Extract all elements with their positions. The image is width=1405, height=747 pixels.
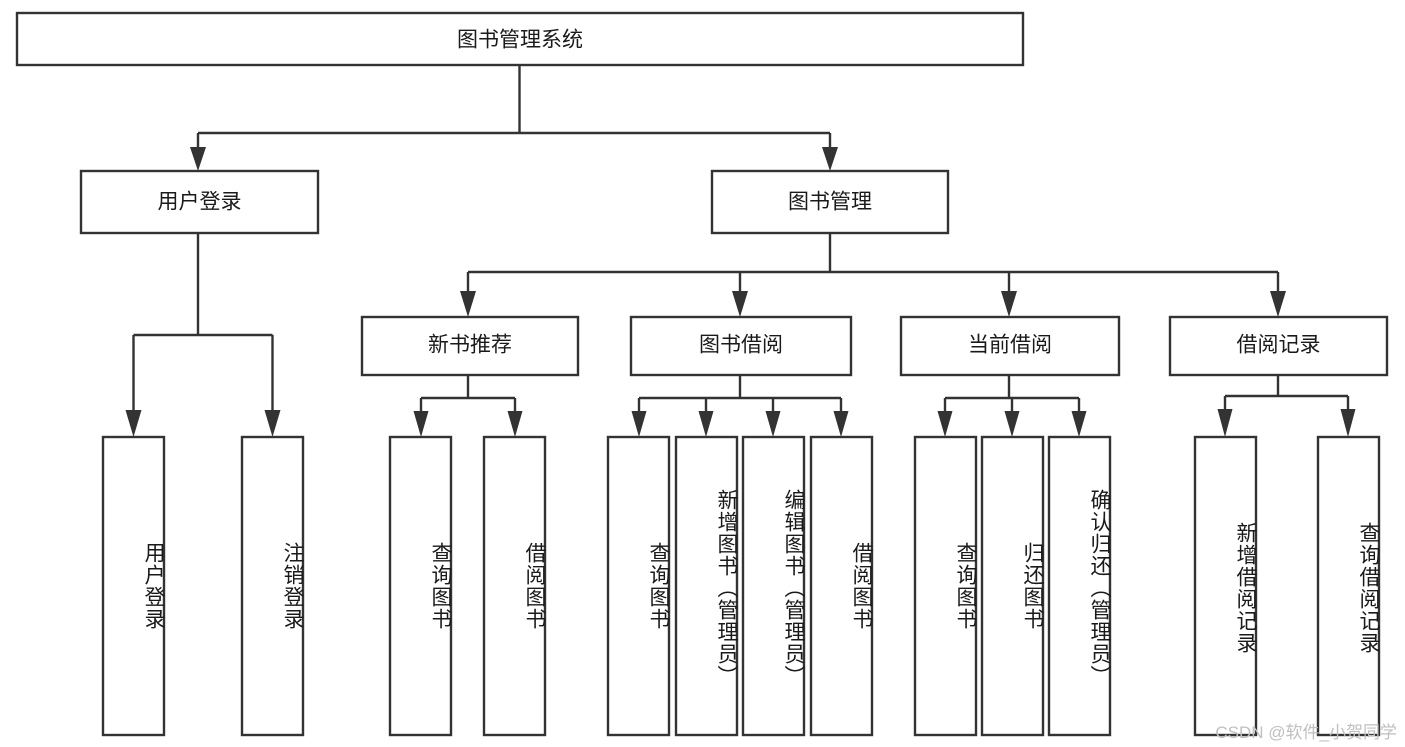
- arrowhead-icon: [413, 411, 429, 437]
- arrowhead-icon: [937, 411, 953, 437]
- arrowhead-icon: [125, 410, 142, 437]
- arrowhead-icon: [698, 411, 714, 437]
- arrowhead-icon: [1004, 411, 1020, 437]
- arrowhead-icon: [833, 411, 849, 437]
- node-borrow-record[interactable]: 借阅记录: [1168, 315, 1389, 377]
- arrowhead-icon: [190, 147, 206, 171]
- leaf-box-confirm-return-admin[interactable]: [1047, 435, 1112, 737]
- leaf-box-logout[interactable]: [240, 435, 305, 737]
- arrowhead-icon: [1217, 409, 1233, 437]
- leaf-box-query-book-3[interactable]: [913, 435, 978, 737]
- arrowhead-icon: [1270, 291, 1286, 317]
- node-current-borrow[interactable]: 当前借阅: [899, 315, 1121, 377]
- leaf-box-borrow-book-1[interactable]: [482, 435, 547, 737]
- leaf-box-query-book-2[interactable]: [606, 435, 671, 737]
- leaf-box-return-book[interactable]: [980, 435, 1045, 737]
- leaf-group: [101, 435, 1381, 737]
- leaf-box-borrow-book-2[interactable]: [809, 435, 874, 737]
- leaf-box-edit-book-admin[interactable]: [741, 435, 806, 737]
- node-book-borrow-box[interactable]: [629, 315, 853, 377]
- node-book-management-label: 图书管理: [788, 191, 872, 214]
- node-group: 图书管理系统 用户登录 图书管理 新书推荐 图书借阅: [15, 11, 1389, 737]
- node-user-login-label: 用户登录: [158, 191, 242, 214]
- node-book-management-box[interactable]: [710, 169, 950, 235]
- leaf-box-add-book-admin[interactable]: [674, 435, 739, 737]
- leaf-box-query-borrow-record[interactable]: [1316, 435, 1381, 737]
- arrowhead-icon: [507, 411, 523, 437]
- node-root-label: 图书管理系统: [457, 29, 583, 52]
- node-book-borrow-label: 图书借阅: [699, 334, 783, 357]
- csdn-watermark: CSDN @软件_小贺同学: [1215, 723, 1397, 742]
- node-book-borrow[interactable]: 图书借阅: [629, 315, 853, 377]
- node-new-book-recommend[interactable]: 新书推荐: [360, 315, 580, 377]
- node-current-borrow-box[interactable]: [899, 315, 1121, 377]
- arrowhead-icon: [1340, 409, 1356, 437]
- leaf-box-user-login[interactable]: [101, 435, 166, 737]
- node-book-management[interactable]: 图书管理: [710, 169, 950, 235]
- arrowhead-icon: [1071, 411, 1087, 437]
- node-user-login-box[interactable]: [79, 169, 320, 235]
- arrowhead-icon: [1001, 291, 1017, 317]
- node-borrow-record-label: 借阅记录: [1237, 334, 1321, 357]
- node-borrow-record-box[interactable]: [1168, 315, 1389, 377]
- leaf-box-query-book-1[interactable]: [388, 435, 453, 737]
- node-current-borrow-label: 当前借阅: [968, 334, 1052, 357]
- arrowhead-icon: [460, 291, 476, 317]
- arrowhead-icon: [732, 291, 748, 317]
- arrowhead-group: [125, 147, 1356, 437]
- arrowhead-icon: [822, 147, 838, 171]
- node-root[interactable]: 图书管理系统: [15, 11, 1025, 67]
- leaf-box-add-borrow-record[interactable]: [1193, 435, 1258, 737]
- arrowhead-icon: [765, 411, 781, 437]
- node-user-login[interactable]: 用户登录: [79, 169, 320, 235]
- arrowhead-icon: [264, 410, 281, 437]
- arrowhead-icon: [631, 411, 647, 437]
- node-root-box[interactable]: [15, 11, 1025, 67]
- node-new-book-recommend-label: 新书推荐: [428, 334, 512, 357]
- node-new-book-recommend-box[interactable]: [360, 315, 580, 377]
